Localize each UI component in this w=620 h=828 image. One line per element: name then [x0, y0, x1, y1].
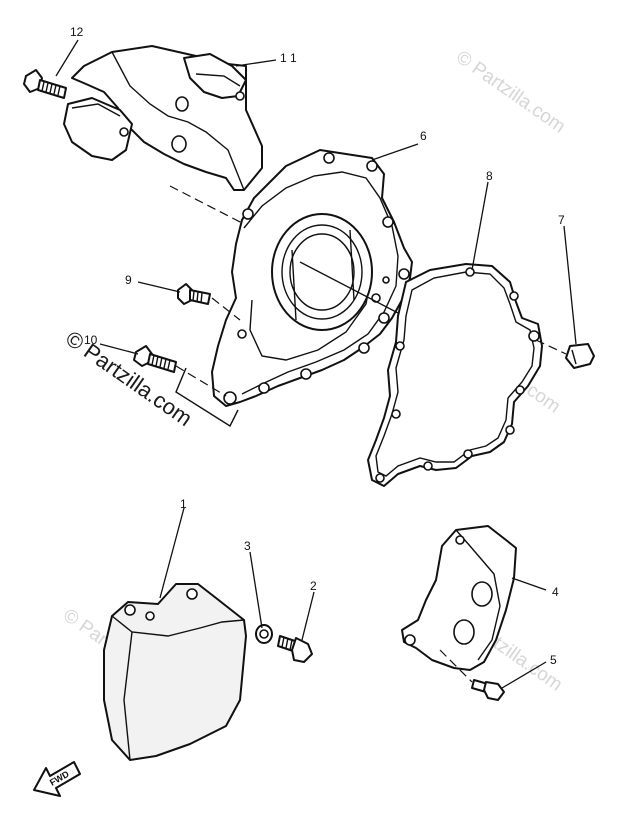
bolt-10-guide	[175, 365, 227, 397]
alignment-line-6	[169, 185, 245, 225]
callout-10: 10	[84, 333, 98, 347]
part-6-crankcase-cover	[211, 149, 413, 407]
callout-12: 12	[70, 25, 84, 39]
part-3-washer	[255, 624, 273, 644]
callout-3: 3	[244, 539, 251, 553]
callout-5: 5	[550, 653, 557, 667]
callout-4: 4	[552, 585, 559, 599]
callout-2: 2	[310, 579, 317, 593]
part-9-bolt	[177, 283, 241, 321]
part-1-lower-cover	[103, 583, 247, 761]
leader-lines	[55, 39, 577, 689]
callout-11: 1 1	[280, 51, 297, 65]
callout-1: 1	[180, 497, 187, 511]
part-11-cover	[63, 45, 263, 191]
alignment-line-center	[299, 261, 401, 315]
callout-9: 9	[125, 273, 132, 287]
fwd-arrow-icon: FWD	[33, 761, 81, 797]
part-10-bolt	[133, 345, 177, 373]
part-5-bolt	[439, 649, 505, 701]
watermark-left-dark: © Partzilla.com	[61, 326, 197, 432]
callout-labels: 12 1 1 6 8 7 9 10 1 3 2 4 5	[70, 25, 565, 667]
watermark-top-right: © Partzilla.com	[452, 47, 569, 138]
part-4-right-cover	[401, 525, 517, 671]
callout-8: 8	[486, 169, 493, 183]
part-7-dowel-pin	[535, 339, 595, 369]
callout-7: 7	[558, 213, 565, 227]
part-2-bolt	[277, 635, 313, 663]
part-12-bolt	[23, 69, 67, 99]
bolt-10-bracket	[175, 367, 239, 428]
callout-6: 6	[420, 129, 427, 143]
